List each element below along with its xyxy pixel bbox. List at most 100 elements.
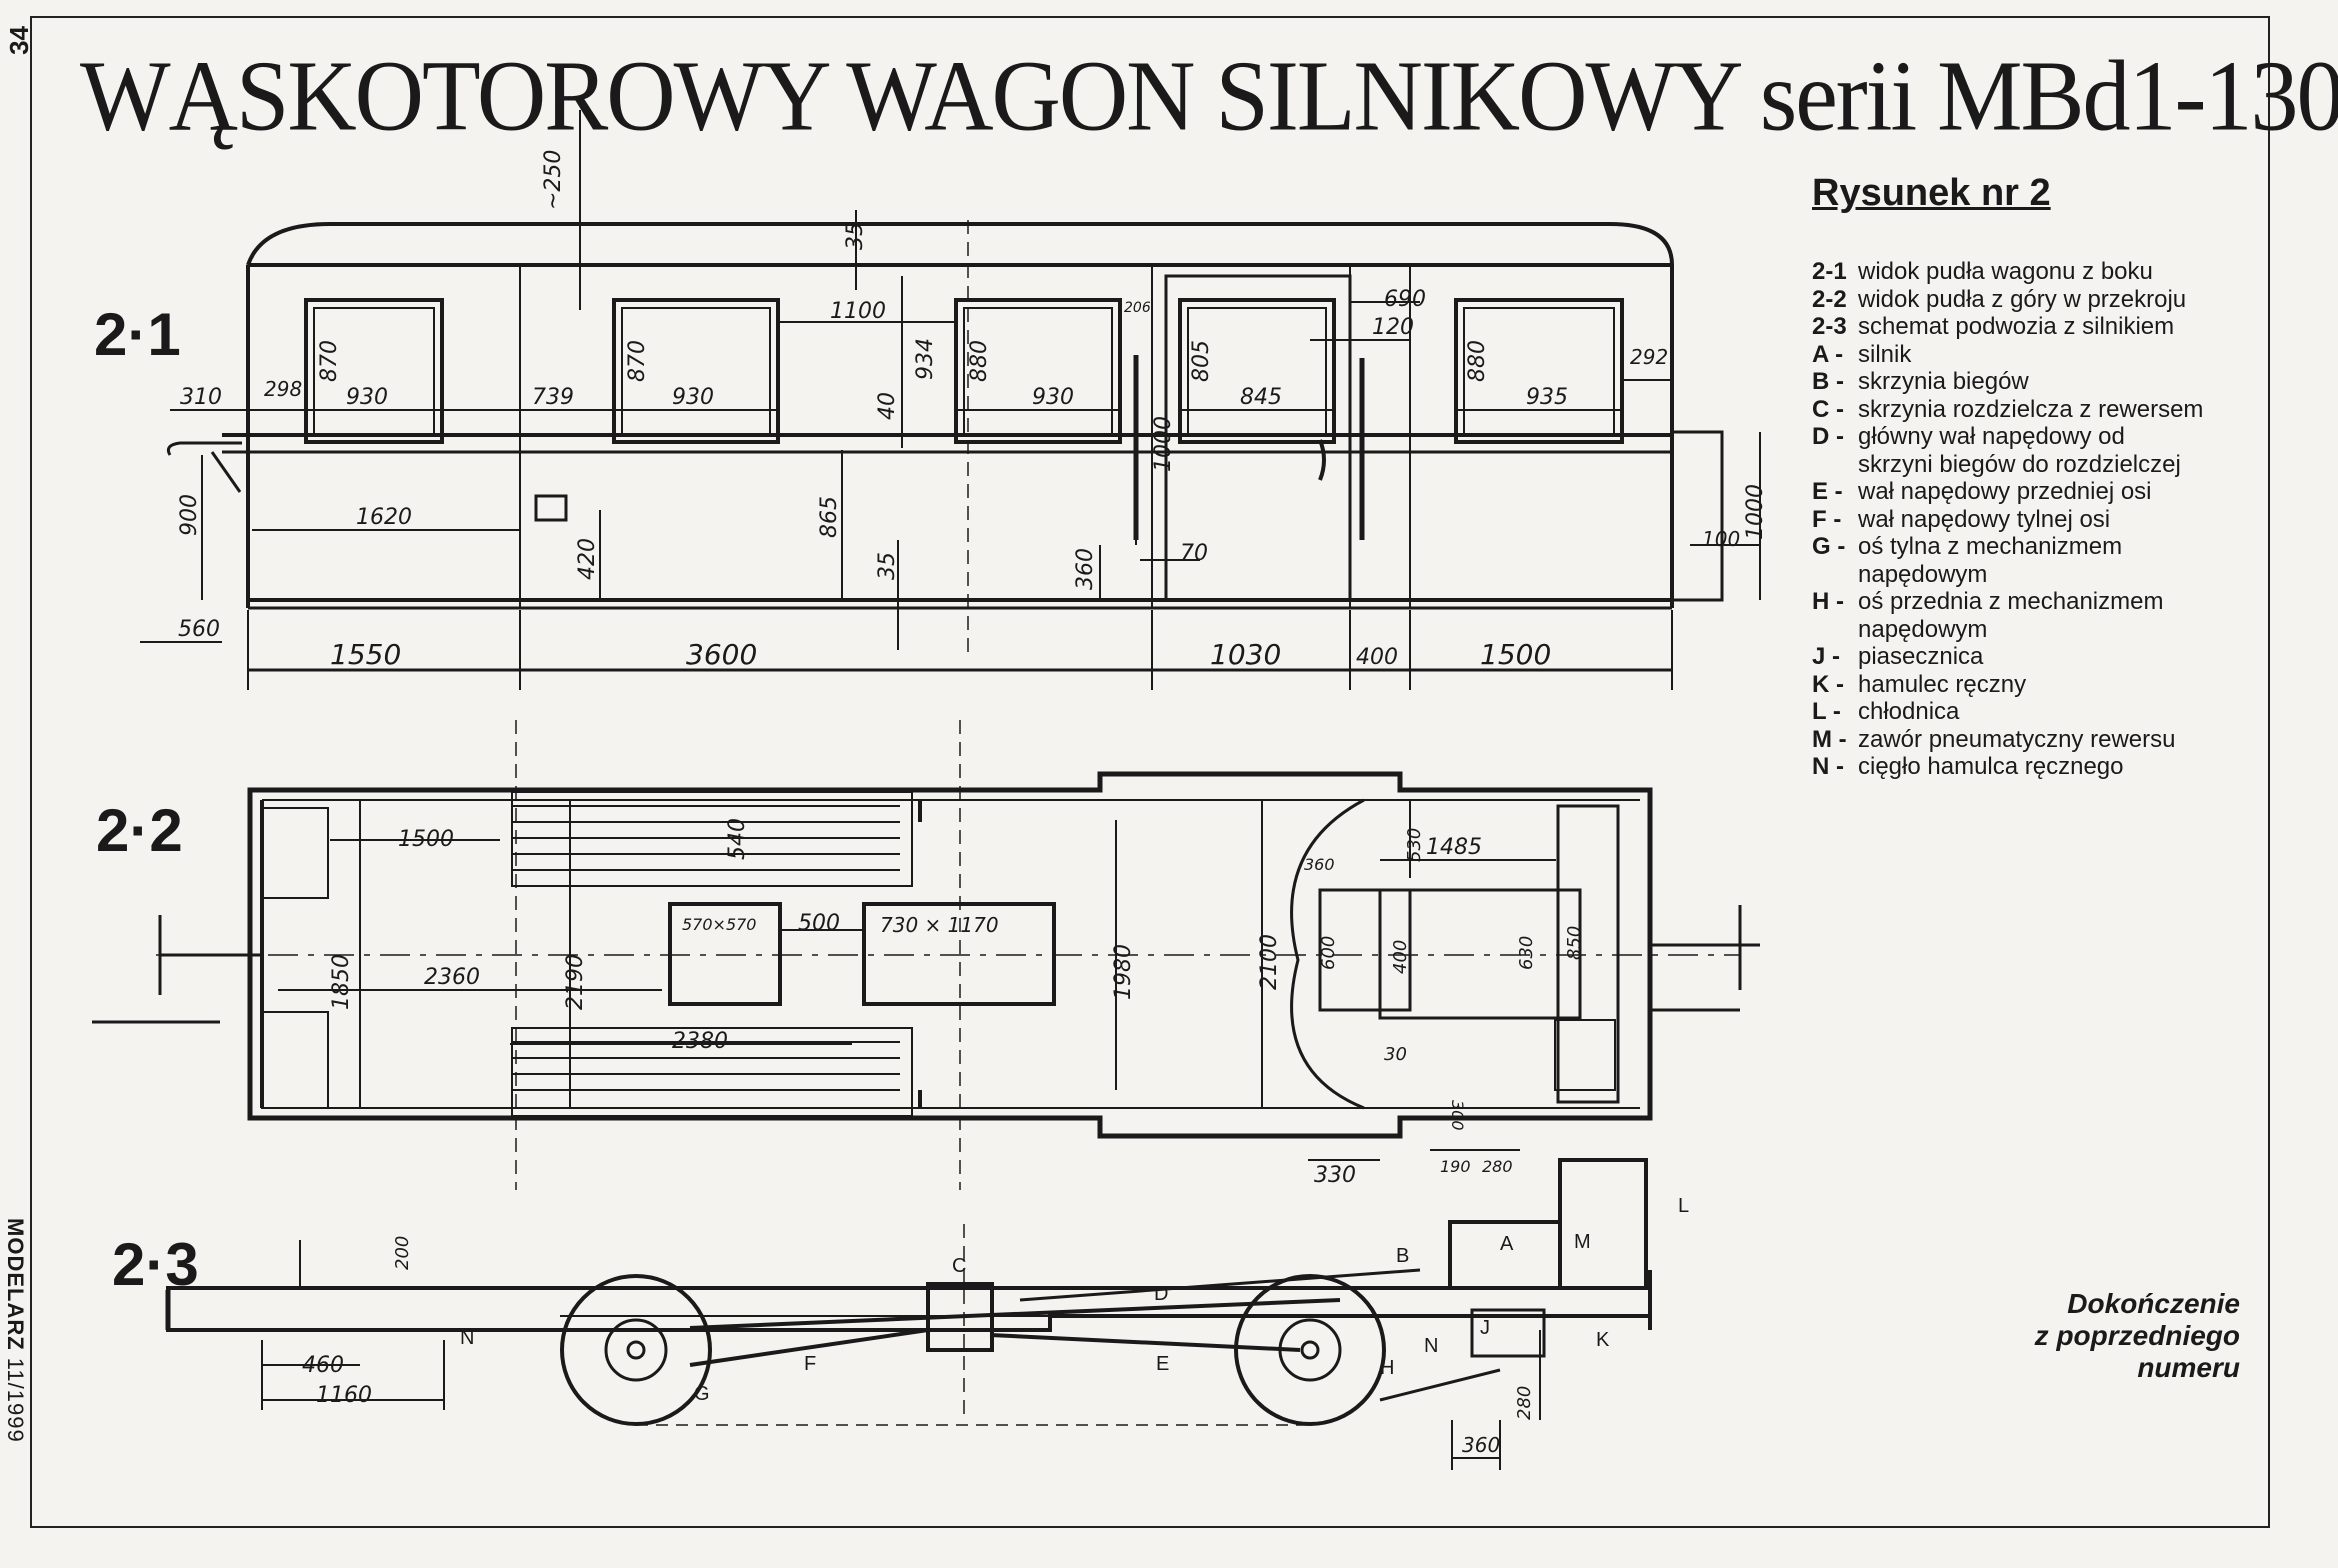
dim-top-730: 730 × 1170 bbox=[880, 913, 999, 937]
dim-40: 40 bbox=[875, 392, 900, 420]
dim-360: 360 bbox=[1073, 548, 1098, 590]
legend-text: główny wał napędowy od skrzyni biegów do… bbox=[1858, 423, 2181, 478]
dim-1550: 1550 bbox=[330, 638, 401, 671]
side-view-windows bbox=[304, 298, 1624, 444]
legend-key: A - bbox=[1812, 340, 1844, 368]
dim-845: 845 bbox=[1240, 385, 1282, 410]
chassis-dimension-lines bbox=[261, 1240, 1541, 1470]
dim-70: 70 bbox=[1180, 541, 1208, 566]
dim-880-b: 880 bbox=[1465, 340, 1490, 382]
legend-item: B -skrzynia biegów bbox=[1812, 368, 2252, 396]
dim-250: ~250 bbox=[541, 150, 566, 210]
legend-text: hamulec ręczny bbox=[1858, 670, 2027, 698]
legend-key: L - bbox=[1812, 698, 1841, 725]
dim-top-1850: 1850 bbox=[329, 954, 354, 1010]
legend-key: J - bbox=[1812, 643, 1841, 670]
legend-item: M -zawór pneumatyczny rewersu bbox=[1812, 726, 2252, 754]
magazine-issue: 11/1999 bbox=[3, 1357, 28, 1443]
dim-1000-rear: 1000 bbox=[1743, 484, 1768, 540]
dim-560: 560 bbox=[178, 617, 220, 642]
dim-top-2360: 2360 bbox=[424, 965, 480, 990]
dim-1500: 1500 bbox=[1480, 638, 1551, 671]
dim-930-a: 930 bbox=[346, 385, 388, 410]
magazine-name: MODELARZ bbox=[3, 1218, 28, 1351]
dim-35-bottom: 35 bbox=[875, 552, 900, 580]
top-view-dimension-lines bbox=[278, 720, 1556, 1190]
dim-120: 120 bbox=[1372, 315, 1414, 340]
dim-292: 292 bbox=[1630, 345, 1668, 369]
legend-item: A -silnik bbox=[1812, 341, 2252, 369]
label-J: J bbox=[1480, 1317, 1490, 1339]
dim-chassis-280: 280 bbox=[1514, 1386, 1535, 1420]
dim-935: 935 bbox=[1526, 385, 1568, 410]
label-N-front: N bbox=[1424, 1335, 1438, 1357]
magazine-caption: MODELARZ 11/1999 bbox=[2, 1218, 28, 1443]
legend-item: J -piasecznica bbox=[1812, 643, 2252, 671]
dim-1620: 1620 bbox=[356, 505, 412, 530]
label-F: F bbox=[804, 1353, 816, 1375]
dim-top-570: 570×570 bbox=[682, 915, 756, 934]
legend-key: C - bbox=[1812, 395, 1844, 423]
side-view-dimension-lines bbox=[140, 110, 1761, 690]
chassis-wheels bbox=[560, 1274, 1386, 1426]
legend-key: H - bbox=[1812, 588, 1844, 615]
legend-item: L - chłodnica bbox=[1812, 698, 2252, 726]
legend-text: chłodnica bbox=[1858, 698, 1960, 725]
legend-text: skrzynia rozdzielcza z rewersem bbox=[1858, 395, 2204, 423]
dim-top-190: 190 bbox=[1440, 1157, 1471, 1176]
dim-top-2380: 2380 bbox=[672, 1029, 728, 1054]
top-view-seats bbox=[261, 791, 1056, 1117]
label-L: L bbox=[1678, 1195, 1689, 1217]
legend-item: N -cięgło hamulca ręcznego bbox=[1812, 753, 2252, 781]
dim-35-top: 35 bbox=[843, 222, 868, 250]
dim-top-360: 360 bbox=[1304, 855, 1335, 874]
figure-label: Rysunek nr 2 bbox=[1812, 172, 2051, 214]
label-E: E bbox=[1156, 1353, 1169, 1375]
legend-item: E -wał napędowy przedniej osi bbox=[1812, 478, 2252, 506]
legend-text: widok pudła wagonu z boku bbox=[1858, 258, 2153, 285]
dim-400: 400 bbox=[1356, 645, 1398, 670]
top-view-couplers bbox=[92, 905, 1760, 1024]
dim-top-2190: 2190 bbox=[563, 954, 588, 1010]
dim-top-850: 850 bbox=[1564, 926, 1585, 960]
legend-key: D - bbox=[1812, 423, 1844, 450]
legend-text: schemat podwozia z silnikiem bbox=[1858, 313, 2175, 340]
label-G: G bbox=[694, 1383, 710, 1405]
dim-3600: 3600 bbox=[686, 638, 757, 671]
dim-690: 690 bbox=[1384, 287, 1426, 312]
dim-top-30: 30 bbox=[1384, 1044, 1407, 1065]
continuation-note: Dokończenie z poprzedniego numeru bbox=[2034, 1288, 2240, 1383]
legend-item: G -oś tylna z mechanizmem napędowym bbox=[1812, 533, 2252, 588]
legend-key: F - bbox=[1812, 505, 1842, 533]
label-A: A bbox=[1500, 1233, 1514, 1255]
dim-top-600: 600 bbox=[1318, 936, 1339, 970]
dim-top-330: 330 bbox=[1314, 1163, 1356, 1188]
dim-310: 310 bbox=[180, 385, 222, 410]
label-H: H bbox=[1380, 1357, 1394, 1379]
legend-key: 2-2 bbox=[1812, 285, 1847, 313]
dim-100: 100 bbox=[1702, 527, 1740, 551]
dim-top-530: 530 bbox=[1404, 828, 1425, 862]
dim-1030: 1030 bbox=[1210, 638, 1281, 671]
page-title: WĄSKOTOROWY WAGON SILNIKOWY serii MBd1-1… bbox=[80, 39, 2338, 152]
legend-key: B - bbox=[1812, 368, 1844, 395]
legend-item: H -oś przednia z mechanizmem napędowym bbox=[1812, 588, 2252, 643]
side-view-fittings bbox=[166, 355, 1365, 540]
legend-item: K -hamulec ręczny bbox=[1812, 671, 2252, 699]
legend-text: wał napędowy tylnej osi bbox=[1858, 505, 2111, 533]
dim-chassis-1160: 1160 bbox=[316, 1383, 372, 1408]
label-D: D bbox=[1154, 1283, 1168, 1305]
dim-top-300: 300 bbox=[1448, 1100, 1467, 1131]
dim-chassis-360: 360 bbox=[1462, 1433, 1500, 1457]
chassis-frame bbox=[165, 1158, 1652, 1420]
dim-top-500: 500 bbox=[798, 911, 840, 936]
view-label-top: 2·2 bbox=[96, 797, 183, 864]
legend-key: E - bbox=[1812, 478, 1843, 505]
dim-top-1500: 1500 bbox=[398, 827, 454, 852]
label-K: K bbox=[1596, 1329, 1610, 1351]
frame-bottom bbox=[30, 1526, 2270, 1528]
dim-top-400: 400 bbox=[1390, 940, 1411, 974]
